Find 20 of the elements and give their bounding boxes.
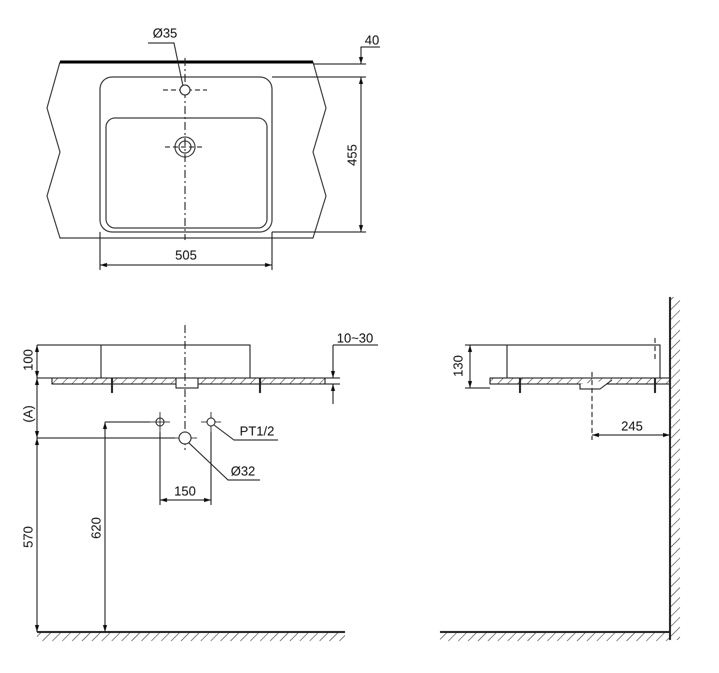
leader-line xyxy=(188,442,260,480)
dimension-label: 455 xyxy=(344,144,360,166)
dimension-label: 505 xyxy=(175,248,197,262)
callout-label: PT1/2 xyxy=(240,424,274,438)
leader-line xyxy=(148,42,184,86)
leader-line xyxy=(214,424,278,440)
dimension-label: 620 xyxy=(88,517,104,539)
dimension-label: 245 xyxy=(621,418,643,434)
faucet-hole xyxy=(179,84,191,96)
dimension-label: (A) xyxy=(20,405,36,423)
callout-label: Ø32 xyxy=(230,464,256,478)
drain-pipe xyxy=(178,431,192,445)
dimension-label: 150 xyxy=(174,484,196,498)
dimension-label: 10~30 xyxy=(336,330,374,346)
dimension-label: 130 xyxy=(450,355,466,377)
callout-label: Ø35 xyxy=(152,26,178,40)
dimension-label: 570 xyxy=(20,526,36,548)
dimension-label: 100 xyxy=(20,349,36,371)
supply-pipe xyxy=(206,417,216,427)
dimension-label: 40 xyxy=(364,32,380,48)
